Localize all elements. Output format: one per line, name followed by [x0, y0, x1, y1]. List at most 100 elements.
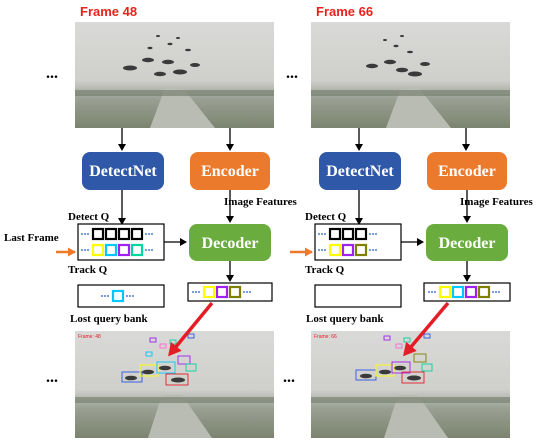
ellipsis-dot — [243, 291, 245, 293]
encoder-label: Encoder — [201, 163, 259, 180]
ellipsis-dot — [84, 249, 86, 251]
ellipsis-dot — [151, 233, 153, 235]
track-query-token — [91, 243, 105, 257]
frame-66-panel: Frame 66 ... DetectNet Encoder Image Fea… — [283, 4, 534, 438]
output-query-token — [228, 285, 242, 299]
top-frame-image — [75, 22, 274, 128]
output-query-row — [428, 285, 500, 299]
helicopter-icons — [123, 35, 200, 77]
ellipsis-dot — [369, 233, 371, 235]
ellipsis-dot — [495, 291, 497, 293]
ellipsis-dot — [321, 233, 323, 235]
ellipsis-dot — [324, 233, 326, 235]
lost-query-row — [101, 289, 134, 303]
ellipsis-dot — [321, 249, 323, 251]
output-query-token — [202, 285, 216, 299]
output-query-token — [464, 285, 478, 299]
ellipsis-dot — [318, 233, 320, 235]
output-query-token — [477, 285, 491, 299]
encoder-block — [190, 152, 270, 190]
ellipsis-dot — [249, 291, 251, 293]
ellipsis-dot — [434, 291, 436, 293]
top-frame-image — [311, 22, 510, 128]
helicopter-icons — [366, 35, 430, 77]
track-query-token — [341, 243, 355, 257]
detect-q-label: Detect Q — [68, 211, 110, 223]
ellipsis-dot — [369, 249, 371, 251]
ellipsis-dot — [318, 249, 320, 251]
decoder-block — [426, 224, 508, 261]
ellipsis-dot — [132, 295, 134, 297]
track-query-row — [318, 243, 377, 257]
ellipsis-dot — [375, 233, 377, 235]
track-query-token — [130, 243, 144, 257]
tracked-helicopters — [125, 365, 185, 383]
last-frame-label: Last Frame — [4, 232, 59, 244]
frame-title: Frame 66 — [316, 4, 373, 19]
lost-query-bank-label: Lost query bank — [70, 313, 149, 325]
lost-query-token — [111, 289, 125, 303]
ellipsis-dot — [81, 233, 83, 235]
tracked-helicopters — [360, 365, 421, 381]
detect-query-token — [104, 227, 118, 241]
detectnet-label: DetectNet — [326, 163, 394, 180]
detectnet-block — [82, 152, 164, 190]
output-query-token — [215, 285, 229, 299]
ellipsis-dot — [104, 295, 106, 297]
ellipsis-dot — [148, 249, 150, 251]
detect-query-token — [117, 227, 131, 241]
ellipsis-dot — [148, 233, 150, 235]
detect-query-token — [328, 227, 342, 241]
ellipsis-dot — [246, 291, 248, 293]
output-to-image-arrow — [403, 301, 450, 357]
small-frame-tag: Frame: 48 — [78, 334, 101, 340]
decoder-label: Decoder — [439, 235, 496, 252]
track-query-token — [328, 243, 342, 257]
track-query-token — [104, 243, 118, 257]
ellipsis-bottom: ... — [283, 369, 295, 386]
decoder-label: Decoder — [202, 235, 259, 252]
ellipsis-dot — [192, 291, 194, 293]
frame-48-panel: Frame 48 ... DetectNet Encoder — [4, 4, 298, 438]
ellipsis-top: ... — [286, 65, 298, 82]
ellipsis-dot — [151, 249, 153, 251]
detectnet-block — [319, 152, 401, 190]
ellipsis-dot — [87, 233, 89, 235]
detectnet-label: DetectNet — [89, 163, 157, 180]
ellipsis-dot — [195, 291, 197, 293]
image-features-label: Image Features — [224, 196, 298, 208]
frame-title: Frame 48 — [80, 4, 137, 19]
ellipsis-dot — [87, 249, 89, 251]
lost-query-bank-box — [77, 284, 165, 308]
detect-query-token — [341, 227, 355, 241]
detect-query-row — [318, 227, 377, 241]
ellipsis-dot — [431, 291, 433, 293]
ellipsis-dot — [324, 249, 326, 251]
ellipsis-dot — [84, 233, 86, 235]
decoder-block — [189, 224, 271, 261]
ellipsis-top: ... — [46, 65, 58, 82]
output-query-token — [438, 285, 452, 299]
output-to-image-arrow — [168, 301, 214, 357]
ellipsis-dot — [372, 249, 374, 251]
encoder-block — [427, 152, 507, 190]
ellipsis-dot — [372, 233, 374, 235]
ellipsis-bottom: ... — [46, 369, 58, 386]
track-query-token — [354, 243, 368, 257]
lost-query-bank-label: Lost query bank — [306, 313, 385, 325]
ellipsis-dot — [129, 295, 131, 297]
ellipsis-dot — [145, 249, 147, 251]
track-q-label: Track Q — [68, 264, 108, 276]
bounding-boxes — [355, 333, 433, 384]
detect-query-token — [91, 227, 105, 241]
ellipsis-dot — [145, 233, 147, 235]
output-query-row — [192, 285, 251, 299]
detect-query-token — [130, 227, 144, 241]
track-q-label: Track Q — [305, 264, 345, 276]
detect-q-label: Detect Q — [305, 211, 347, 223]
ellipsis-dot — [428, 291, 430, 293]
detect-query-row — [81, 227, 153, 241]
ellipsis-dot — [375, 249, 377, 251]
output-query-token — [451, 285, 465, 299]
